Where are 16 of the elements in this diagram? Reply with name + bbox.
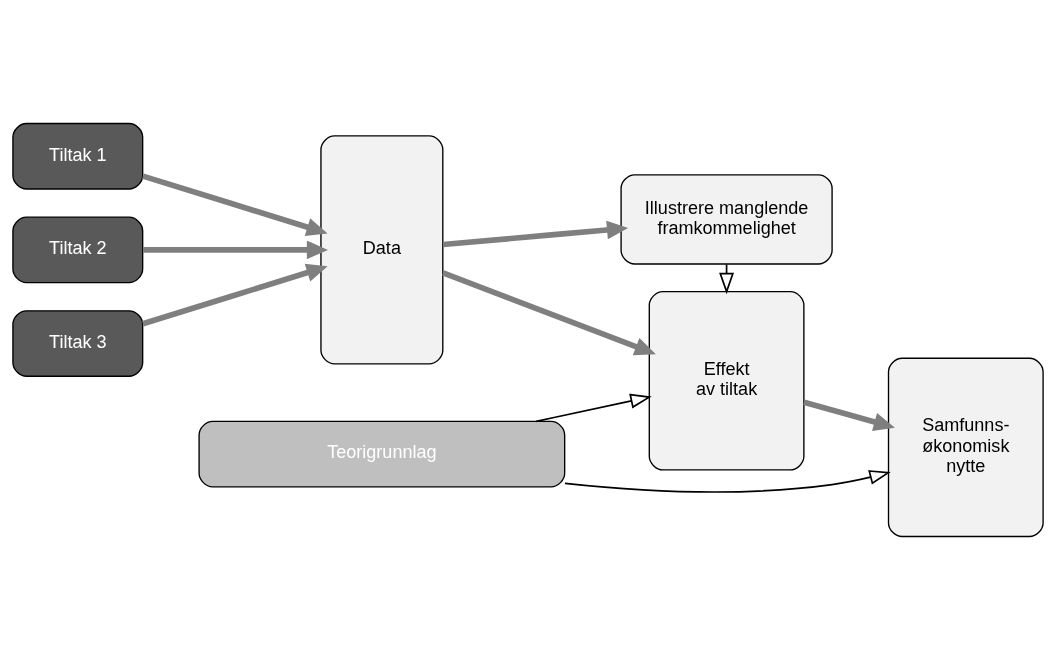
arrow [535, 393, 652, 423]
arrow [142, 173, 328, 236]
node-box: Tiltak 3 [12, 310, 144, 377]
node-box: Data [320, 135, 444, 365]
arrow [564, 470, 891, 493]
arrow [803, 399, 895, 431]
node-box: Tiltak 2 [12, 216, 144, 284]
node-box: Effekt av tiltak [648, 290, 805, 471]
arrow [142, 263, 328, 327]
arrow [442, 270, 656, 356]
node-box: Illustrere manglende framkommelighet [620, 174, 833, 265]
node-box: Tiltak 1 [12, 122, 144, 190]
node-box: Teorigrunnlag [198, 420, 566, 488]
arrow [142, 240, 328, 260]
arrow [442, 220, 629, 248]
node-box: Samfunns- økonomisk nytte [887, 357, 1044, 538]
